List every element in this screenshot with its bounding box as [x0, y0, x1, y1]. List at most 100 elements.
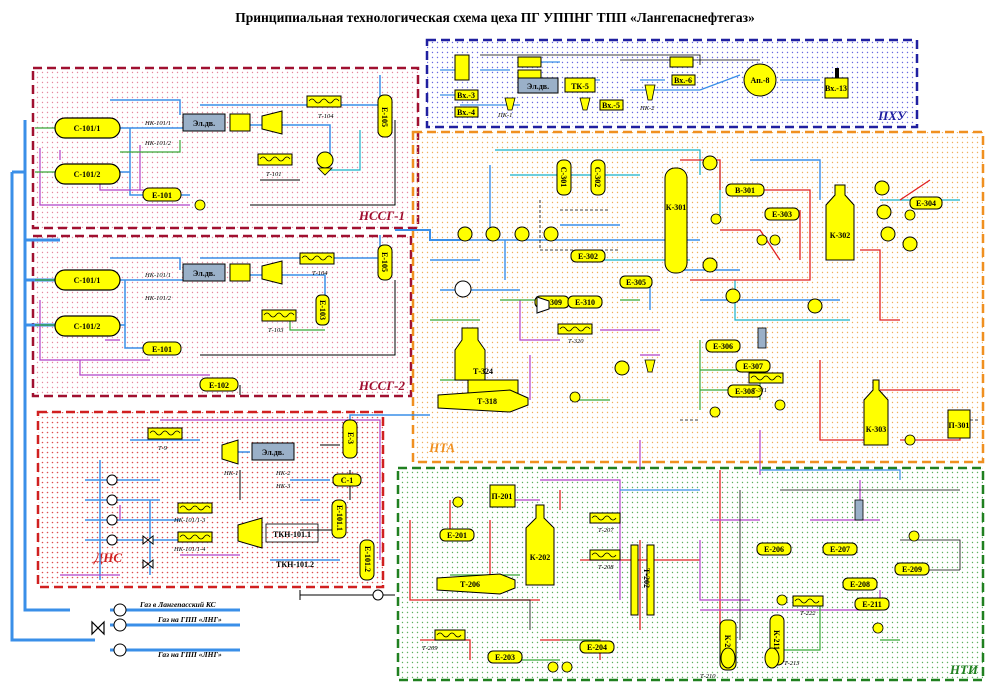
label-to-gpp1: Газ на ГПП «ЛНГ» [157, 615, 222, 624]
label-e201: Е-201 [447, 531, 467, 540]
label-nk10171: НК-101/1-3 [173, 517, 206, 524]
label-nk1011-a: НК-101/1 [144, 120, 171, 127]
label-k202: К-202 [530, 553, 550, 562]
label-t213: Т-213 [784, 660, 800, 667]
label-e101-a: Е-101 [152, 191, 172, 200]
zone-label-dns: ДНС [93, 550, 122, 565]
nta-equipment: С-301 С-302 Е-302 К-301 К-302 К-303 В-30… [430, 149, 980, 446]
vessel-icon [504, 84, 656, 111]
label-s1071-b: С-101/1 [74, 276, 101, 285]
label-e303: Е-303 [772, 210, 792, 219]
label-e101-b: Е-101 [152, 345, 172, 354]
label-e309: Е-309 [542, 298, 562, 307]
gas-outlets: Газ в Лангепасский КС Газ на ГПП «ЛНГ» Г… [91, 589, 395, 659]
label-t103: Т-103 [268, 327, 284, 334]
vessel-icon: Т-206 [436, 573, 516, 595]
vessel-icon: П-201 Е-201 Е-203 Е-204 Е-206 Е-207 Е-20… [439, 484, 930, 664]
label-pkhu-ap: Ап.-8 [750, 76, 769, 85]
pump-icon: Ап.-8 [743, 63, 777, 97]
vessel-icon: С-101/1 [54, 117, 121, 139]
vessel-icon: С-1 [332, 473, 362, 487]
label-nk10172: НК-101/1-4 [173, 546, 206, 553]
label-t202: Т-202 [642, 568, 651, 588]
compressor-icon: ТКН-101.1 [237, 517, 319, 549]
compressor-icon [536, 296, 656, 373]
vessel-icon: Е-101 [142, 187, 182, 202]
column-icon: Е-3 [342, 419, 358, 459]
label-t222: Т-222 [800, 610, 816, 617]
heat-exchanger-icon: Т-207 Т-208 Т-209 Т-222 [422, 512, 824, 652]
label-t101: Т-101 [266, 171, 282, 178]
label-tkn1: ТКН-101.1 [273, 530, 311, 539]
compressor-icon: НК-1 [221, 439, 239, 477]
label-e203: Е-203 [495, 653, 515, 662]
label-s301: С-301 [559, 167, 568, 187]
vessel-icon: Т-210 Т-213 [700, 647, 800, 680]
zone-label-nssg2: НССГ-2 [358, 378, 406, 393]
label-to-gpp2: Газ на ГПП «ЛНГ» [157, 650, 222, 659]
label-t104-a: Т-104 [318, 113, 334, 120]
pump-icon [452, 496, 920, 673]
liquid-line-nta-nti [639, 430, 761, 475]
label-t209: Т-209 [422, 645, 438, 652]
column-icon: С-301 [556, 159, 572, 196]
label-e209: Е-209 [902, 565, 922, 574]
column-icon: К-202 [525, 504, 555, 586]
column-icon: К-303 [863, 379, 889, 446]
dns-equipment: Т-9 НК-1 Эл.дв. НК-2 НК-3 НК-101/1-3 НК-… [60, 414, 430, 581]
motor-icon: Эл.дв. [182, 113, 226, 132]
column-icon: Е-101.2 [359, 539, 375, 581]
zone-label-nssg1: НССГ-1 [358, 208, 405, 223]
vessel-icon: В-301 Е-303 Е-304 Е-305 Е-306 Е-307 Е-30… [534, 183, 971, 439]
label-nk3: НК-3 [275, 483, 291, 490]
heat-exchanger-icon [454, 155, 918, 376]
heat-exchanger-icon: Т-103 [261, 309, 297, 334]
heat-exchanger-icon: Т-104 [306, 95, 342, 120]
vessel-icon: Вх.-3 Вх.-4 Вх.-5 Вх.-6 Вх.-13 [454, 54, 849, 118]
label-pkhu-box1: Вх.-3 [457, 91, 475, 100]
nssg2-equipment: С-101/1 С-101/2 Е-101 Е-102 НК-101/1 НК-… [35, 235, 396, 395]
gas-line-to-nta [395, 229, 460, 241]
column-icon: Е-105 [377, 94, 393, 138]
label-e308: Е-308 [735, 387, 755, 396]
column-icon: Т-202 [630, 544, 655, 616]
heat-exchanger-icon: НК-101/1-3 [173, 502, 213, 524]
pump-icon [194, 199, 206, 211]
compressor-icon [229, 260, 283, 285]
vessel-icon: С-101/2 [54, 315, 121, 337]
label-s1071-a: С-101/1 [74, 124, 101, 133]
zone-label-pkhu: ПХУ [877, 108, 908, 123]
vessel-icon: Е-101 [142, 341, 182, 356]
label-t206: Т-206 [460, 580, 480, 589]
column-icon: Е-105 [377, 244, 393, 281]
label-zldv-2: Эл.дв. [193, 269, 215, 278]
label-t104-b: Т-104 [312, 270, 328, 277]
pump-icon [106, 474, 118, 546]
label-s1072-b: С-101/2 [74, 322, 101, 331]
motor-icon: Эл.дв. [517, 77, 559, 94]
label-t318: Т-318 [477, 397, 497, 406]
column-icon: Е-103 [315, 294, 330, 326]
label-e3: Е-3 [346, 432, 355, 444]
label-e208: Е-208 [850, 580, 870, 589]
vessel-icon: Т-318 [437, 389, 529, 413]
zone-label-nta: НТА [428, 440, 455, 455]
label-e207: Е-207 [830, 545, 850, 554]
label-pkhu-tk5: ТК-5 [571, 82, 589, 91]
vessel-icon: С-101/2 [54, 163, 121, 185]
label-e302: Е-302 [578, 252, 598, 261]
vessel-icon: Е-302 [570, 249, 606, 263]
label-to-kss: Газ в Лангепасский КС [139, 600, 217, 609]
zone-label-nti: НТИ [949, 662, 979, 677]
label-e305: Е-305 [626, 278, 646, 287]
label-k210: К-210 [723, 635, 732, 655]
label-p301: П-301 [949, 421, 970, 430]
label-e1012: Е-101.2 [363, 546, 372, 572]
heat-exchanger-icon: Т-104 [299, 252, 335, 277]
label-t324: Т-324 [473, 367, 493, 376]
label-e307: Е-307 [743, 362, 763, 371]
column-icon: Т-324 [454, 327, 519, 394]
column-icon: Е-101.1 [331, 499, 347, 539]
label-s302: С-302 [593, 167, 602, 187]
